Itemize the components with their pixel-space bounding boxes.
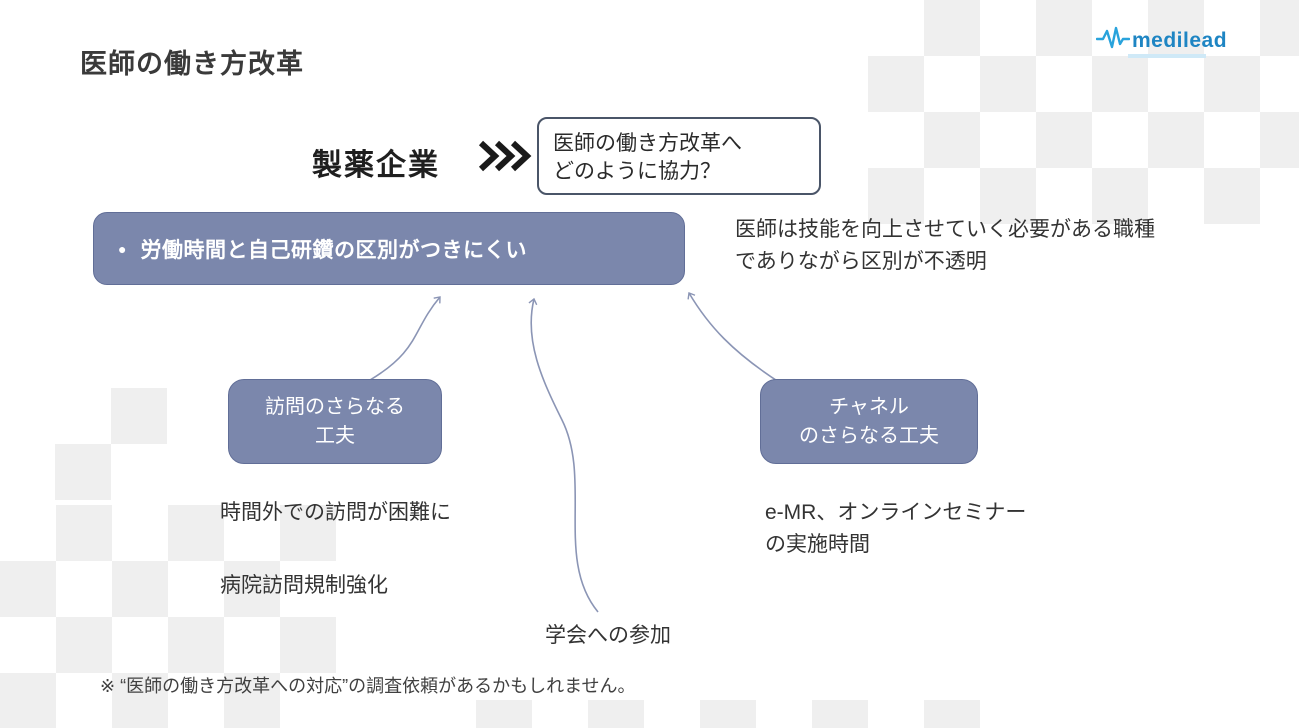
footnote: ※ “医師の働き方改革への対応”の調査依頼があるかもしれません。 (100, 676, 636, 696)
checker-pattern (420, 700, 980, 728)
visit-effort-box: 訪問のさらなる 工夫 (228, 379, 442, 464)
logo-underline (1128, 54, 1206, 58)
channel-effort-box: チャネル のさらなる工夫 (760, 379, 978, 464)
page-title: 医師の働き方改革 (80, 49, 304, 79)
conference-note: 学会への参加 (545, 624, 671, 647)
bullet-icon: ● (118, 240, 127, 257)
issue-side-note: 医師は技能を向上させていく必要がある職種 でありながら区別が不透明 (735, 218, 1155, 273)
main-issue-bar: ● 労働時間と自己研鑽の区別がつきにくい (93, 212, 685, 285)
logo-text: medilead (1132, 28, 1228, 52)
heartbeat-icon (1095, 26, 1131, 55)
visit-note-1: 時間外での訪問が困難に (220, 501, 451, 524)
medilead-logo: medilead (1095, 26, 1228, 55)
main-issue-label: 労働時間と自己研鑽の区別がつきにくい (140, 238, 528, 262)
question-box: 医師の働き方改革へ どのように協力？ (537, 117, 821, 195)
triple-chevron-icon (478, 140, 532, 177)
pharma-actor-label: 製薬企業 (312, 149, 440, 182)
checker-pattern (868, 0, 1299, 224)
checker-pattern (55, 388, 167, 500)
checker-pattern (0, 505, 336, 728)
visit-note-2: 病院訪問規制強化 (220, 574, 388, 597)
channel-note: e-MR、オンラインセミナー の実施時間 (765, 501, 1027, 556)
